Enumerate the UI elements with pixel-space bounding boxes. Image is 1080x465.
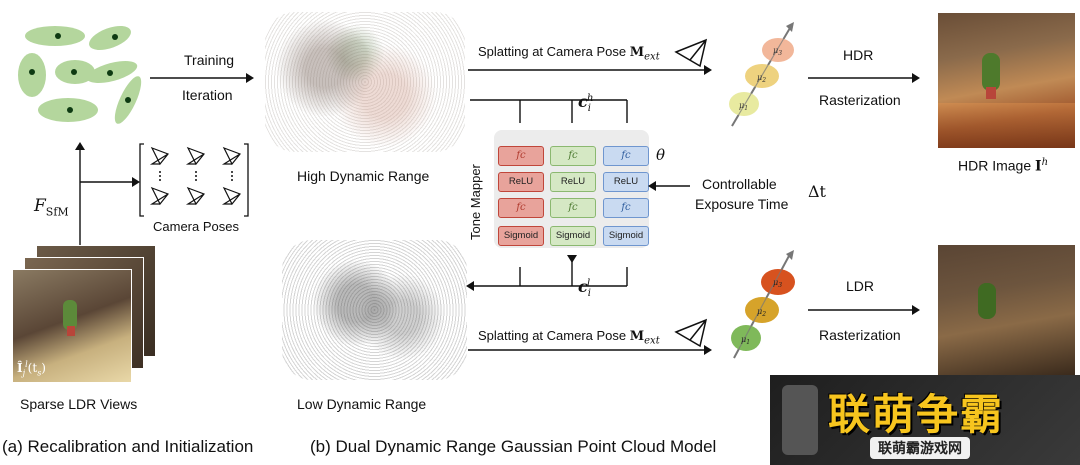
exposure-arrow <box>648 181 690 191</box>
caption-dual-model: (b) Dual Dynamic Range Gaussian Point Cl… <box>310 437 717 456</box>
iteration-label: Iteration <box>182 87 233 103</box>
hdr-point-cloud <box>265 12 465 152</box>
svg-text:μ2: μ2 <box>757 307 766 318</box>
nn-layer-2-2: ReLU <box>550 172 596 192</box>
watermark-sub-text: 联萌霸游戏网 <box>870 437 970 459</box>
ldr-gaussians: μ1 μ2 μ3 <box>731 250 795 359</box>
splat-top-label: Splatting at Camera Pose Mext <box>478 44 660 63</box>
nn-layer-2-4: Sigmoid <box>550 226 596 246</box>
ldr-rendered-image <box>938 245 1075 375</box>
nn-layer-2-3: fc <box>550 198 596 218</box>
hdr-label: HDR <box>843 47 874 63</box>
nn-layer-3-1: fc <box>603 146 649 166</box>
ldr-point-cloud <box>282 240 467 380</box>
theta-label: θ <box>656 146 666 164</box>
ldr-cloud-label: Low Dynamic Range <box>297 396 427 412</box>
training-label: Training <box>184 52 235 68</box>
nn-layer-3-2: ReLU <box>603 172 649 192</box>
splat-bottom-label: Splatting at Camera Pose Mext <box>478 328 660 347</box>
splat-top-arrow <box>468 65 712 75</box>
nn-layer-3-3: fc <box>603 198 649 218</box>
nn-layer-1-2: ReLU <box>498 172 544 192</box>
svg-text:μ1: μ1 <box>739 101 748 112</box>
svg-text:μ1: μ1 <box>741 335 750 346</box>
ldr-rasterization-label: Rasterization <box>819 327 901 343</box>
splat-bottom-arrow <box>468 345 712 355</box>
sparse-ldr-views-label: Sparse LDR Views <box>20 396 138 412</box>
camera-bottom-icon <box>674 318 708 348</box>
cl-label: cil <box>578 277 591 300</box>
ldr-view-image: Îjl(ts) <box>12 269 132 383</box>
sfm-function: FSfM <box>34 196 69 219</box>
tone-mapper-label: Tone Mapper <box>468 164 483 240</box>
nn-layer-3-4: Sigmoid <box>603 226 649 246</box>
exposure-label-line2: Exposure Time <box>695 196 789 212</box>
nn-layer-1-1: fc <box>498 146 544 166</box>
initial-gaussians-illustration <box>18 25 142 124</box>
nn-layer-1-4: Sigmoid <box>498 226 544 246</box>
svg-text:μ3: μ3 <box>773 46 782 57</box>
camera-poses-label: Camera Poses <box>153 219 239 234</box>
hdr-image-label: HDR Image Ih <box>958 157 1049 175</box>
hdr-cloud-label: High Dynamic Range <box>297 168 430 184</box>
camera-poses-matrix <box>139 143 249 217</box>
watermark-main-text: 联萌争霸 <box>828 390 1005 439</box>
nn-layer-1-3: fc <box>498 198 544 218</box>
ldr-raster-arrow <box>808 305 920 315</box>
watermark-banner: 联萌争霸 联萌霸游戏网 <box>770 375 1080 465</box>
caption-recalibration: (a) Recalibration and Initialization <box>2 437 254 456</box>
delta-t-label: Δt <box>808 182 826 201</box>
ldr-label: LDR <box>846 278 875 294</box>
hdr-rasterization-label: Rasterization <box>819 92 901 108</box>
hdr-raster-arrow <box>808 73 920 83</box>
hdr-rendered-image <box>938 13 1075 148</box>
camera-top-icon <box>674 38 708 68</box>
svg-text:μ3: μ3 <box>773 278 782 289</box>
training-arrow <box>150 73 254 83</box>
svg-text:μ2: μ2 <box>757 73 766 84</box>
sparse-ldr-views-stack: Îjl(ts) <box>10 245 156 385</box>
ldr-view-overlay: Îjl(ts) <box>17 360 46 378</box>
hdr-gaussians: μ1 μ2 μ3 <box>729 22 794 127</box>
exposure-label-line1: Controllable <box>702 176 777 192</box>
nn-layer-2-1: fc <box>550 146 596 166</box>
ch-label: cih <box>578 92 594 115</box>
sfm-arrows <box>75 142 140 250</box>
tone-mapper-connectors <box>466 99 628 291</box>
